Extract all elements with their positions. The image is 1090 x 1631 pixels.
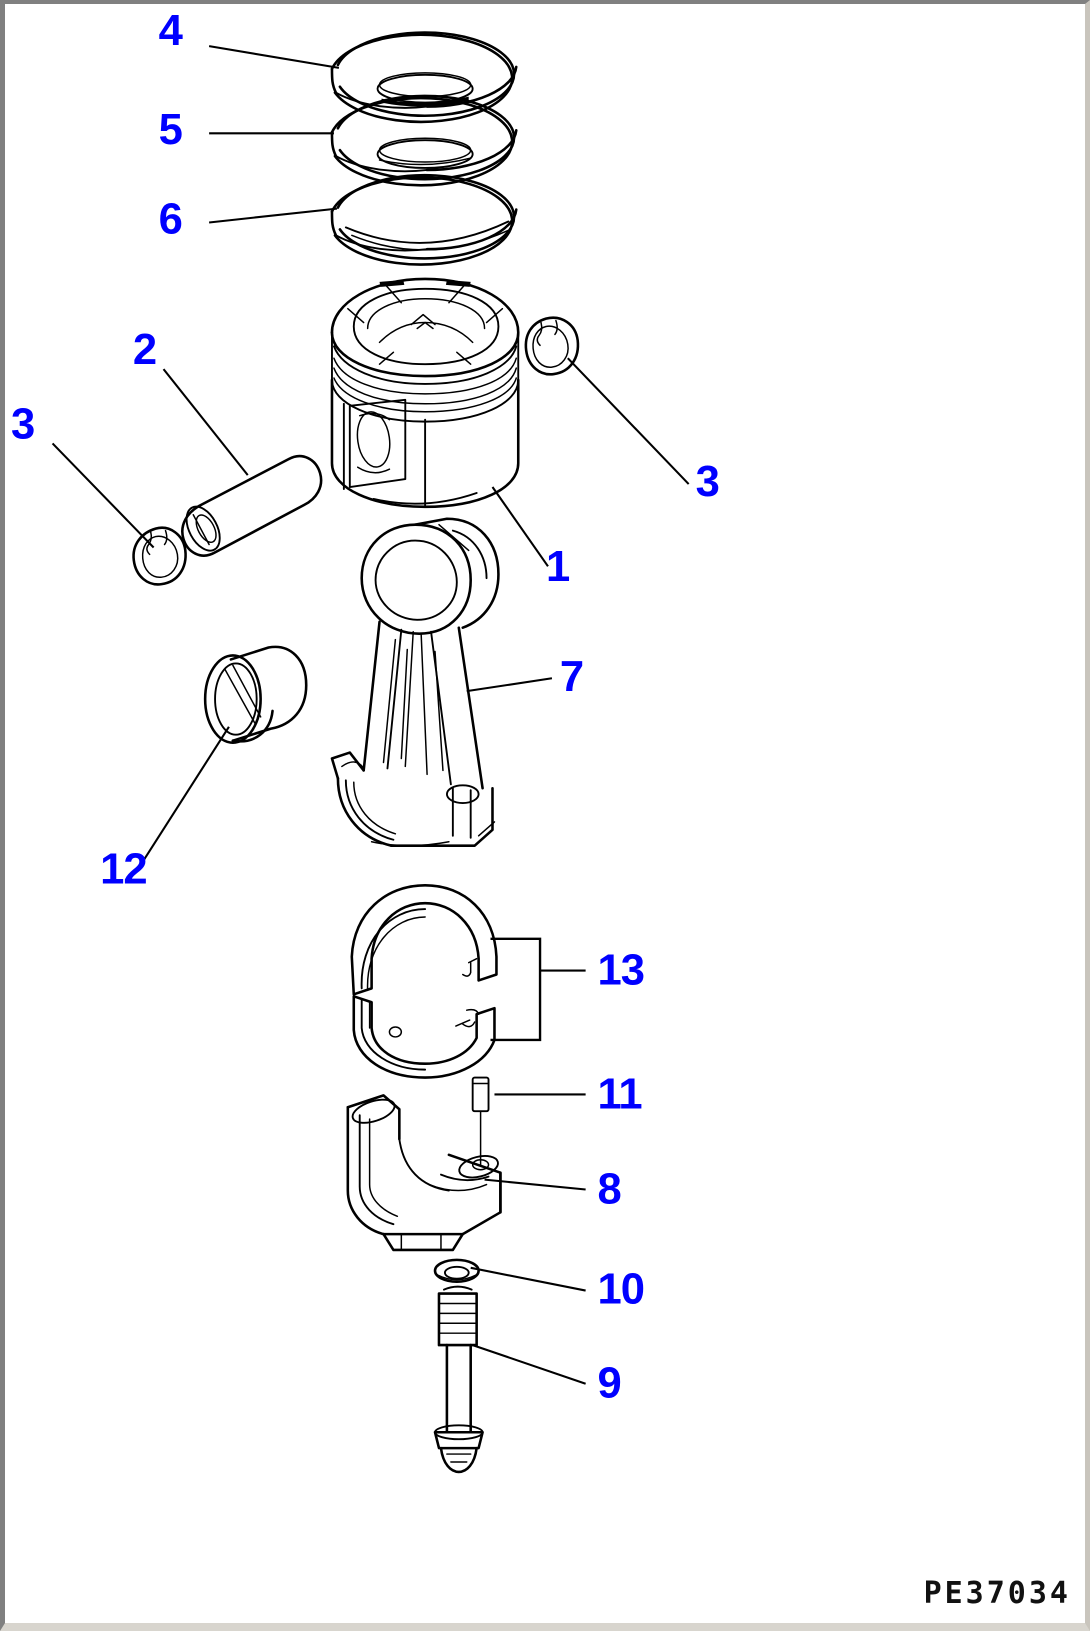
callout-3-right: 3 bbox=[696, 458, 719, 506]
bearing-shell-lower bbox=[352, 995, 496, 1079]
bracket-13 bbox=[490, 937, 542, 1042]
callout-11: 11 bbox=[598, 1070, 643, 1118]
callout-12: 12 bbox=[100, 845, 146, 893]
connecting-rod-bolt bbox=[433, 1285, 484, 1474]
connecting-rod-cap bbox=[346, 1094, 502, 1252]
callout-3-left: 3 bbox=[11, 400, 34, 448]
piston-pin bbox=[181, 454, 323, 557]
piston-ring-top bbox=[330, 31, 518, 124]
callout-2: 2 bbox=[133, 326, 156, 374]
washer bbox=[433, 1258, 480, 1283]
drawing-code: PE37034 bbox=[923, 1576, 1071, 1611]
callout-4: 4 bbox=[159, 7, 183, 55]
callout-8: 8 bbox=[598, 1165, 621, 1213]
callout-9: 9 bbox=[598, 1360, 621, 1408]
callout-7: 7 bbox=[560, 653, 583, 701]
callout-10: 10 bbox=[598, 1265, 645, 1313]
piston-ring-second bbox=[330, 94, 518, 187]
leader-lines bbox=[51, 45, 690, 1385]
bearing-shell-upper bbox=[350, 884, 498, 996]
callout-1: 1 bbox=[546, 543, 570, 591]
piston-assembly bbox=[330, 277, 520, 509]
snap-ring-left bbox=[132, 526, 187, 586]
dowel-pin bbox=[471, 1076, 490, 1166]
diagram-canvas: 4 5 6 2 3 1 3 7 12 13 11 8 10 9 bbox=[11, 7, 720, 1474]
piston-ring-oil-control bbox=[330, 173, 518, 266]
callout-5: 5 bbox=[159, 106, 183, 154]
callout-13: 13 bbox=[598, 946, 645, 994]
connecting-rod-bushing bbox=[203, 645, 308, 744]
snap-ring-right bbox=[524, 316, 580, 376]
callout-6: 6 bbox=[159, 195, 182, 243]
callout-labels: 4 5 6 2 3 1 3 7 12 13 11 8 10 9 bbox=[11, 7, 720, 1408]
connecting-rod bbox=[330, 517, 500, 847]
